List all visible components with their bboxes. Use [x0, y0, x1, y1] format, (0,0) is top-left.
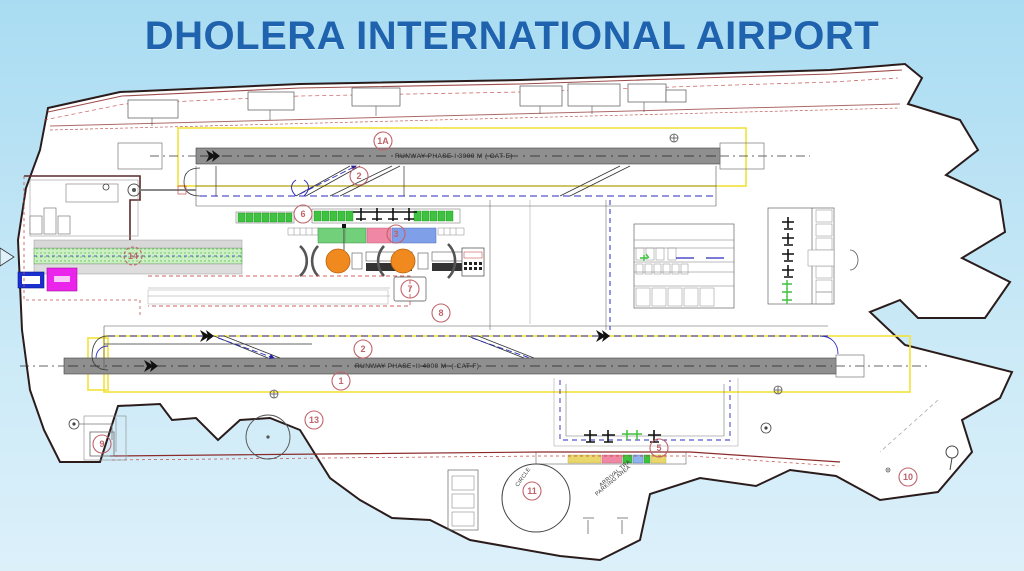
marker-8[interactable]: 8 [431, 303, 451, 323]
maintenance-aircraft-symbols [782, 217, 794, 278]
marker-11[interactable]: 11 [522, 481, 542, 501]
svg-text:2: 2 [356, 171, 361, 181]
apron-piers [299, 243, 485, 279]
north-service-buildings [49, 83, 901, 131]
marker-9[interactable]: 9 [89, 431, 115, 457]
south-taxiway-system [91, 325, 839, 447]
marker-1[interactable]: 1 [331, 371, 351, 391]
marker-5[interactable]: 5 [649, 438, 669, 458]
svg-text:11: 11 [527, 486, 537, 496]
svg-text:8: 8 [438, 308, 443, 318]
svg-text:1A: 1A [377, 136, 389, 146]
north-stand-row [235, 208, 465, 236]
marker-14[interactable]: 14 [123, 246, 143, 266]
svg-text:3: 3 [393, 229, 398, 239]
marker-13[interactable]: 13 [304, 410, 324, 430]
svg-text:10: 10 [903, 472, 913, 482]
marker-1A[interactable]: 1A [373, 131, 393, 151]
svg-text:9: 9 [99, 439, 104, 449]
page-title: DHOLERA INTERNATIONAL AIRPORT [144, 14, 880, 58]
marker-3[interactable]: 3 [386, 224, 406, 244]
svg-text:2: 2 [360, 344, 365, 354]
site-boundary [16, 62, 1014, 562]
svg-text:1: 1 [338, 376, 343, 386]
runway-phase-2: RUNWAY PHASE~II 4000 M -(-CAT-F)- [20, 354, 930, 378]
east-cargo-area [489, 200, 859, 330]
runway-2-label: RUNWAY PHASE~II 4000 M -(-CAT-F)- [355, 363, 482, 370]
marker-2b[interactable]: 2 [353, 339, 373, 359]
marker-6[interactable]: 6 [293, 204, 313, 224]
survey-points [269, 133, 783, 399]
marker-7[interactable]: 7 [393, 276, 427, 302]
north-taxiway-system [183, 165, 717, 207]
west-landside [0, 175, 411, 318]
aircraft-stand-symbols [349, 208, 417, 221]
svg-text:5: 5 [656, 443, 661, 453]
reference-markers: 1 1A 2 2 3 5 6 7 8 9 10 11 13 14 [89, 131, 918, 501]
svg-text:7: 7 [407, 284, 412, 294]
marker-2a[interactable]: 2 [349, 166, 369, 186]
svg-text:6: 6 [300, 209, 305, 219]
svg-text:13: 13 [309, 415, 319, 425]
south-landside [68, 399, 959, 534]
runway-phase-1: RUNWAY PHASE-I 3000 M ( CAT-E) [117, 142, 810, 170]
arrival-apron [109, 430, 841, 467]
passenger-terminal [317, 224, 437, 260]
arrival-stand-symbols [584, 430, 661, 443]
runway-1-label: RUNWAY PHASE-I 3000 M ( CAT-E) [395, 153, 513, 160]
svg-text:14: 14 [128, 251, 138, 261]
marker-10[interactable]: 10 [898, 467, 918, 487]
north-boundary-line [47, 69, 903, 113]
